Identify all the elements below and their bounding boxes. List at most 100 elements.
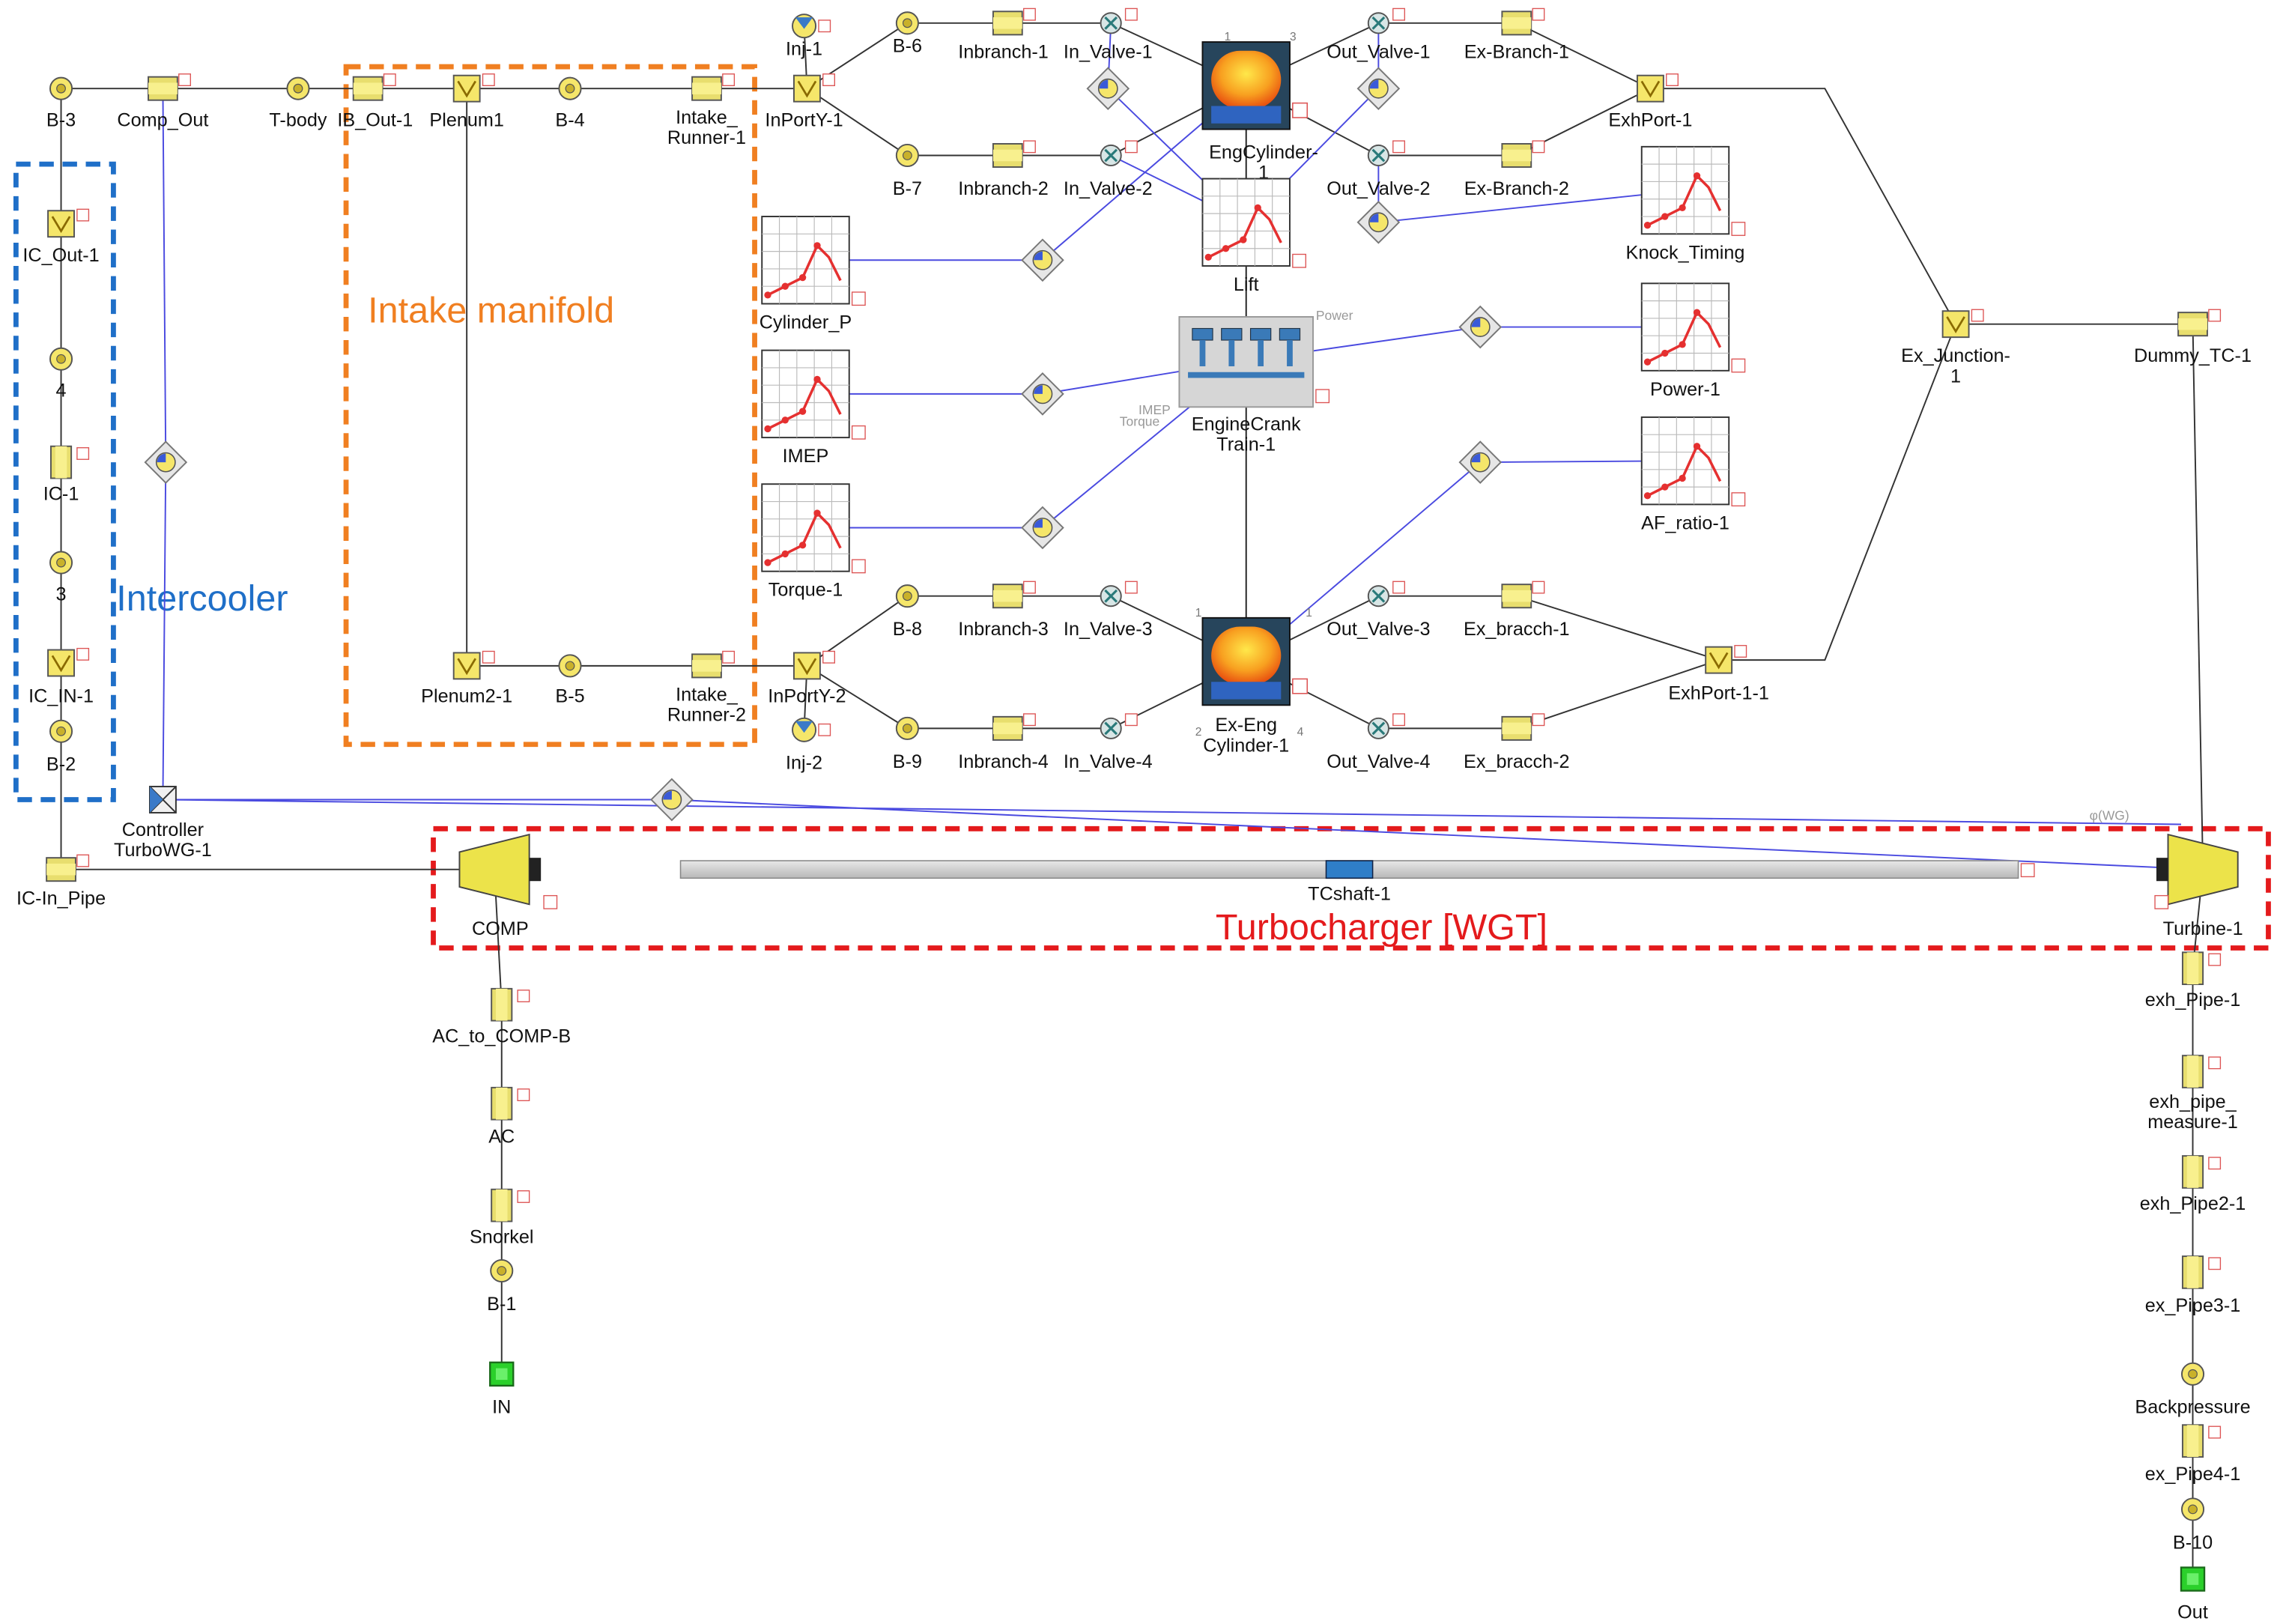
- knock-timing-label: Knock_Timing: [1626, 242, 1745, 263]
- n4-junction-node[interactable]: [49, 347, 73, 371]
- ex-pipe3-pipe_v-node[interactable]: [2181, 1255, 2222, 1289]
- lift-plot-node[interactable]: [1201, 178, 1306, 268]
- power1-label: Power-1: [1650, 379, 1720, 400]
- inport-y2-flowsplit-node[interactable]: [792, 650, 836, 680]
- plenum2-flowsplit-node[interactable]: [452, 650, 495, 680]
- b6-junction-node[interactable]: [895, 11, 919, 35]
- in-valve2-valve-node[interactable]: [1100, 140, 1138, 167]
- snorkel-pipe_v-node[interactable]: [491, 1188, 530, 1222]
- comp-label: COMP: [472, 918, 529, 939]
- inport-y2-label: InPortY-2: [768, 685, 846, 706]
- ex-pipe4-pipe_v-node[interactable]: [2181, 1424, 2222, 1458]
- imep-plot-node[interactable]: [761, 349, 866, 440]
- out-valve3-valve-node[interactable]: [1367, 581, 1406, 608]
- ic1-pipe_v-node[interactable]: [49, 445, 90, 479]
- b4-junction-node[interactable]: [558, 76, 582, 100]
- s-out1-sensor-node[interactable]: [1356, 67, 1401, 111]
- ac-to-comp-pipe_v-node[interactable]: [491, 987, 530, 1022]
- af-ratio1-plot-node[interactable]: [1640, 416, 1746, 507]
- ex-branch2-pipe-node[interactable]: [1501, 140, 1545, 168]
- inbranch4-pipe-node[interactable]: [992, 713, 1036, 741]
- ic-in-pipe-pipe-node[interactable]: [46, 854, 90, 882]
- intake-manifold-region: Intake manifold: [343, 64, 757, 748]
- s-af-sensor-node[interactable]: [1458, 440, 1503, 484]
- in-valve1-valve-node[interactable]: [1100, 7, 1138, 34]
- ex-bracch2-pipe-node[interactable]: [1501, 713, 1545, 741]
- s-knock-sensor-node[interactable]: [1356, 200, 1401, 244]
- imep-label: IMEP: [783, 446, 829, 467]
- cylinder-p-plot-node[interactable]: [761, 216, 866, 306]
- inport-y1-flowsplit-node[interactable]: [792, 73, 836, 103]
- power1-plot-node[interactable]: [1640, 282, 1746, 373]
- ex-eng-cyl1-cylinder-node[interactable]: [1201, 616, 1309, 706]
- ex-branch1-pipe-node[interactable]: [1501, 7, 1545, 36]
- tcshaft-shaft-node[interactable]: [679, 860, 2035, 879]
- s-cylp-sensor-node[interactable]: [1021, 238, 1064, 282]
- ic-out1-label: IC_Out-1: [22, 245, 99, 266]
- s-wg-sensor-node[interactable]: [650, 778, 694, 822]
- tbody-junction-node[interactable]: [286, 76, 310, 100]
- in-valve4-valve-node[interactable]: [1100, 713, 1138, 739]
- inbranch2-pipe-node[interactable]: [992, 140, 1036, 168]
- s-lift-sensor-node[interactable]: [1086, 67, 1130, 111]
- exh-pipe2-pipe_v-node[interactable]: [2181, 1155, 2222, 1189]
- comp-compressor-node[interactable]: [458, 833, 558, 909]
- out-valve4-valve-node[interactable]: [1367, 713, 1406, 739]
- inj1-injector-node[interactable]: [792, 13, 831, 39]
- out-boundary-node[interactable]: [2180, 1566, 2206, 1592]
- s-torque-sensor-node[interactable]: [1021, 506, 1064, 550]
- exh-port11-flowsplit-node[interactable]: [1705, 645, 1747, 674]
- exh-pipe1-pipe_v-node[interactable]: [2181, 951, 2222, 986]
- eng-cyl1-cylinder-node[interactable]: [1201, 41, 1309, 130]
- dummy-tc1-pipe-node[interactable]: [2177, 309, 2222, 337]
- ex-bracch1-pipe-node[interactable]: [1501, 581, 1545, 609]
- controller-controller-node[interactable]: [148, 786, 177, 813]
- inj2-injector-node[interactable]: [792, 717, 831, 742]
- b1-junction-node[interactable]: [490, 1258, 514, 1283]
- b4-label: B-4: [555, 110, 584, 131]
- s-ctrl-sensor-node[interactable]: [144, 440, 188, 484]
- b5-junction-node[interactable]: [558, 654, 582, 678]
- plenum1-flowsplit-node[interactable]: [452, 73, 495, 103]
- ic-out1-flowsplit-node[interactable]: [47, 208, 90, 238]
- ex-junction1-flowsplit-node[interactable]: [1941, 309, 1984, 339]
- b2-junction-node[interactable]: [49, 719, 73, 743]
- ic-in1-flowsplit-node[interactable]: [47, 647, 90, 677]
- intake-runner1-pipe-node[interactable]: [691, 73, 736, 101]
- ac-pipe_v-node[interactable]: [491, 1086, 530, 1121]
- knock-timing-plot-node[interactable]: [1640, 145, 1746, 236]
- n3-junction-node[interactable]: [49, 551, 73, 575]
- in-boundary-node[interactable]: [489, 1361, 515, 1387]
- backpressure-junction-node[interactable]: [2180, 1362, 2205, 1386]
- b9-junction-node[interactable]: [895, 716, 919, 740]
- connection-link: [2192, 324, 2208, 871]
- exh-pipe-measure-pipe_v-node[interactable]: [2181, 1055, 2222, 1088]
- intercooler-region: Intercooler: [13, 161, 288, 802]
- intake-runner2-pipe-node[interactable]: [691, 650, 736, 679]
- turbine1-turbine-node[interactable]: [2154, 833, 2239, 909]
- inport-y1-label: InPortY-1: [765, 110, 843, 131]
- turbocharger-region: Turbocharger [WGT]: [431, 825, 2271, 951]
- port-number: 3: [1290, 31, 1297, 43]
- out-valve1-valve-node[interactable]: [1367, 7, 1406, 34]
- torque1-plot-node[interactable]: [761, 483, 866, 574]
- out-valve2-valve-node[interactable]: [1367, 140, 1406, 167]
- exh-port1-flowsplit-node[interactable]: [1636, 73, 1679, 103]
- inbranch1-pipe-node[interactable]: [992, 7, 1036, 36]
- crank-crank-node[interactable]: [1178, 316, 1330, 408]
- b8-junction-node[interactable]: [895, 584, 919, 608]
- b7-junction-node[interactable]: [895, 143, 919, 168]
- in-valve3-valve-node[interactable]: [1100, 581, 1138, 608]
- s-imep-sensor-node[interactable]: [1021, 372, 1064, 416]
- connection-link: [1378, 186, 1687, 223]
- inbranch3-pipe-node[interactable]: [992, 581, 1036, 609]
- comp-out-pipe-node[interactable]: [148, 73, 191, 101]
- ex-pipe4-label: ex_Pipe4-1: [2145, 1464, 2241, 1485]
- ib-out1-pipe-node[interactable]: [352, 73, 396, 101]
- b10-junction-node[interactable]: [2180, 1497, 2205, 1521]
- b3-junction-node[interactable]: [49, 76, 73, 100]
- s-power-sensor-node[interactable]: [1458, 305, 1503, 349]
- inbranch4-label: Inbranch-4: [958, 751, 1049, 772]
